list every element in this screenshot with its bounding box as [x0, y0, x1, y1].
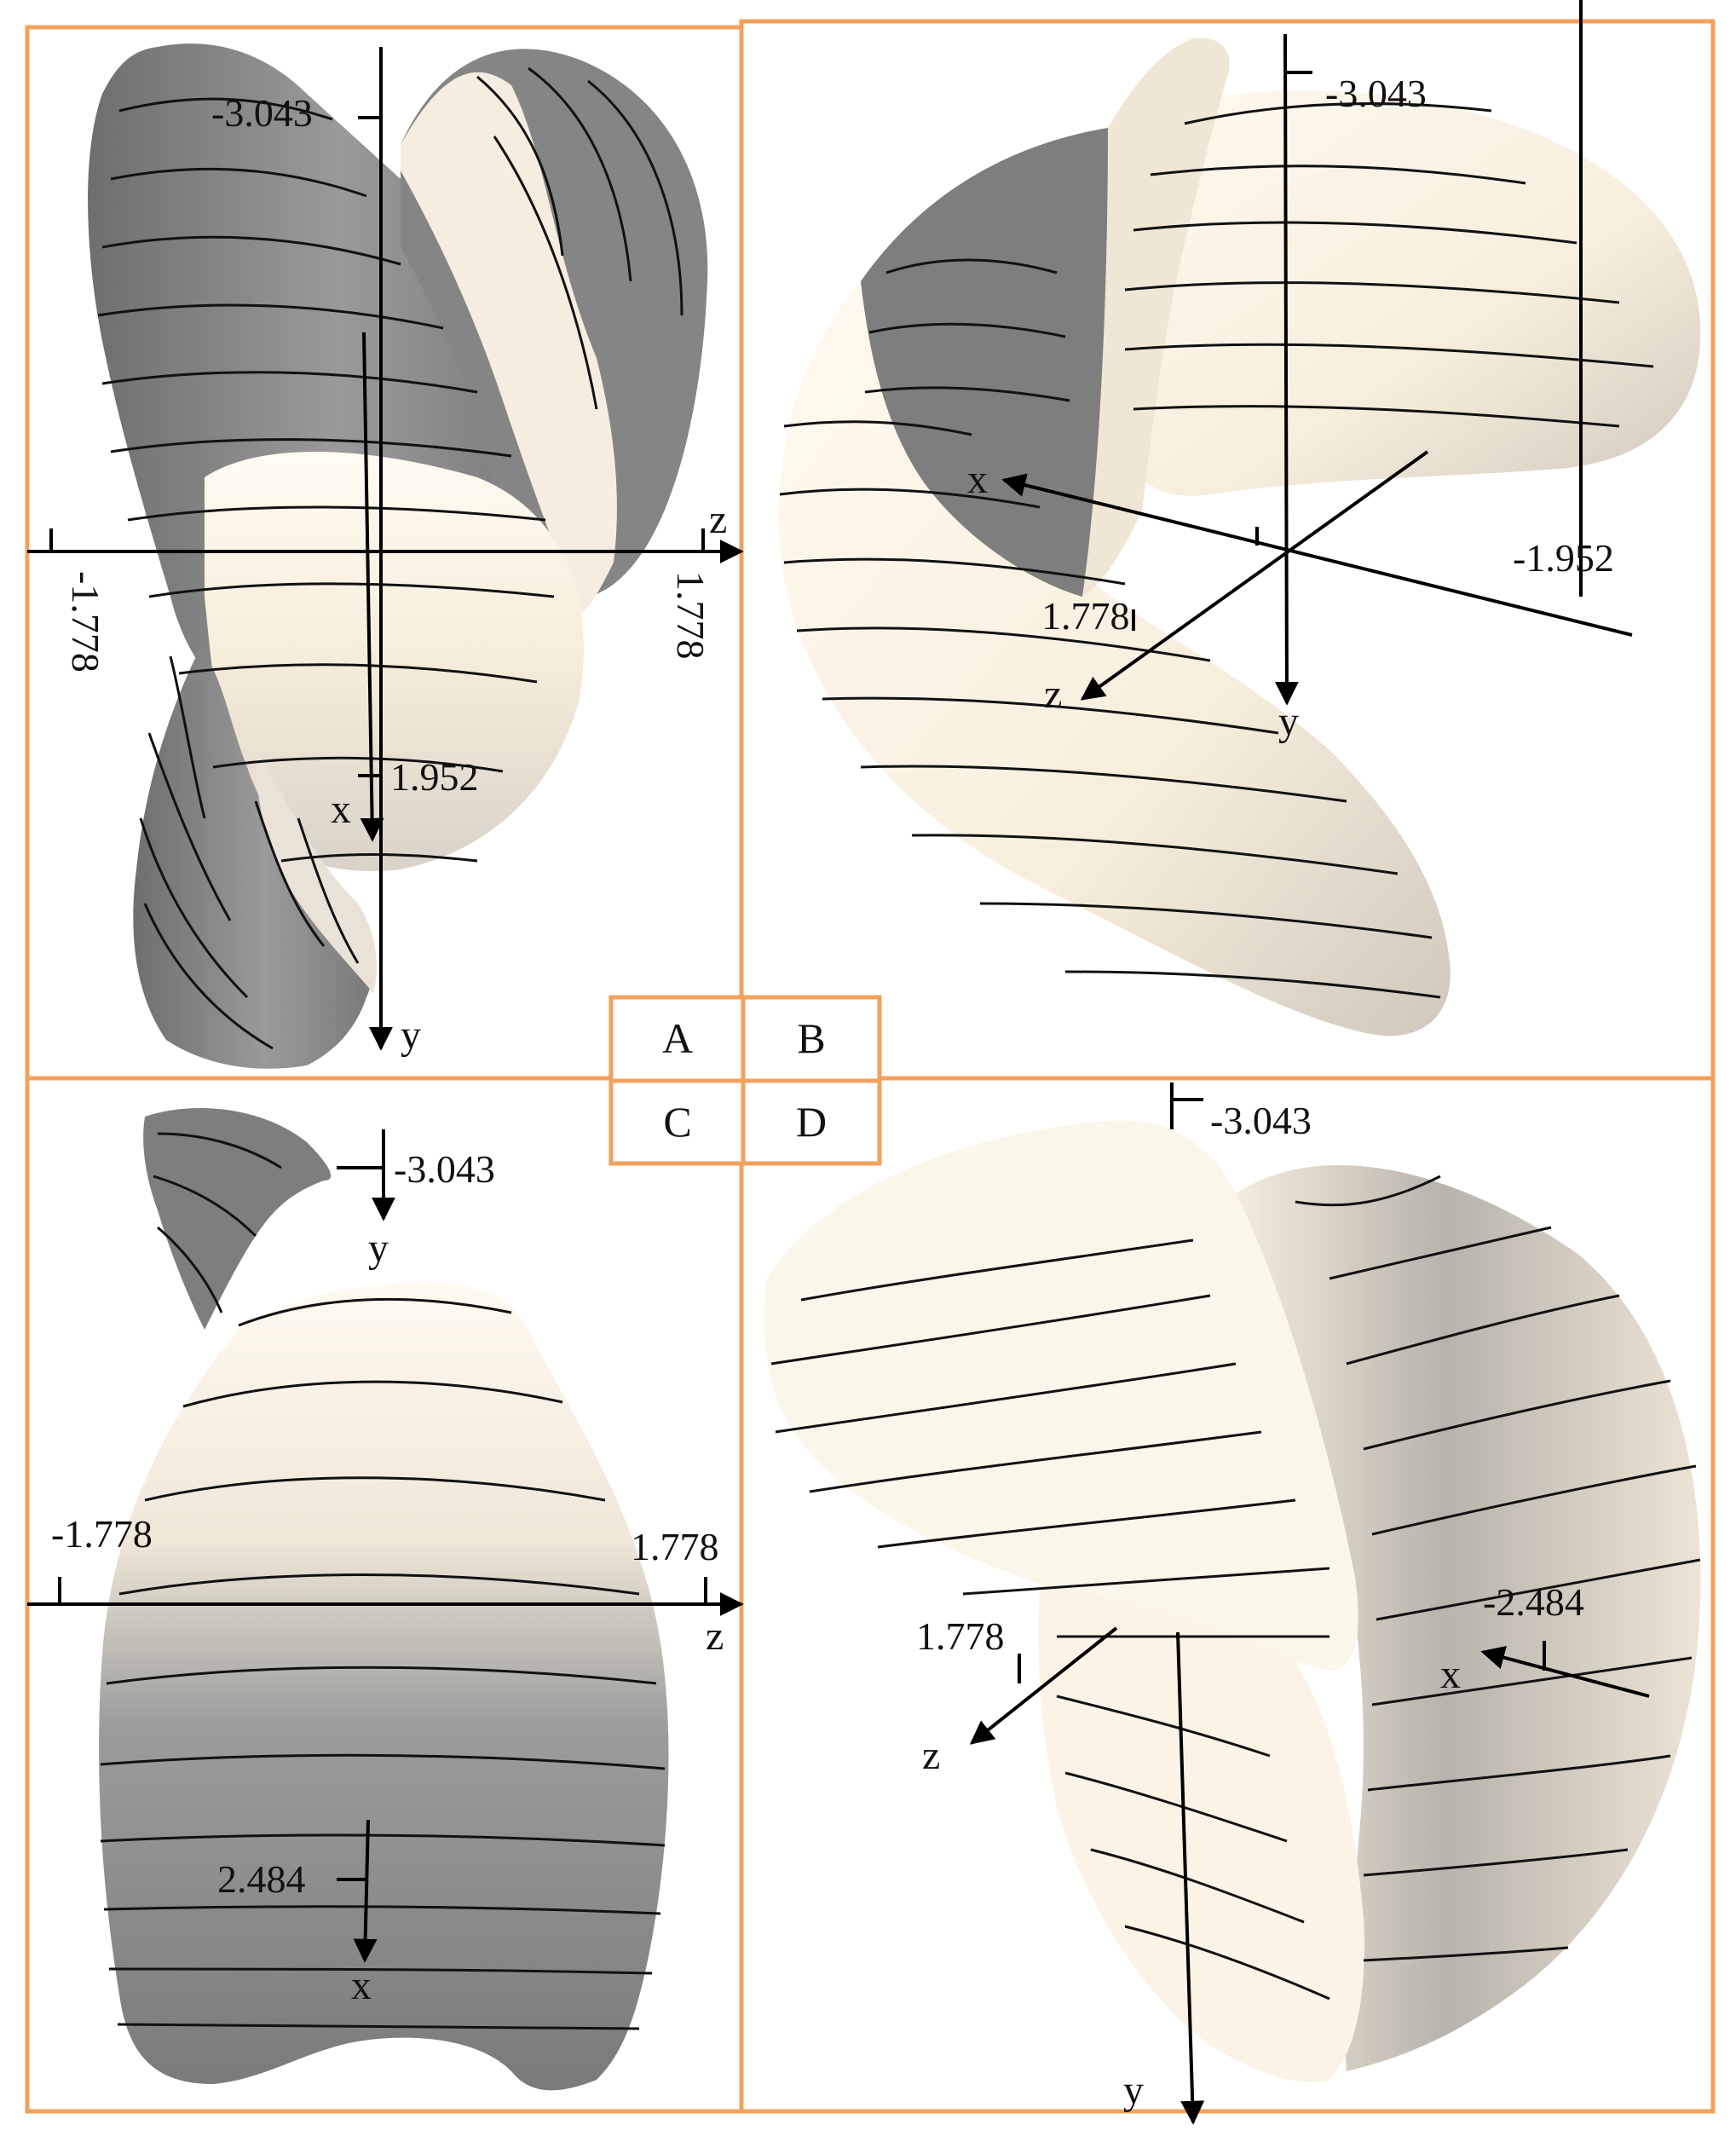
legend-label-c: C [663, 1098, 691, 1146]
panel-b-tick-x-min: -1.952 [1513, 536, 1614, 580]
panel-a-label-y: y [401, 1013, 421, 1058]
panel-d-axes [969, 1083, 1650, 2125]
panel-b-inner-fold [1082, 38, 1230, 598]
panel-a-x-axis [360, 332, 384, 842]
panel-a-fold-highlight [401, 72, 617, 614]
panel-c: -3.043 -1.778 1.778 2.484 y z x [27, 1108, 744, 2091]
panel-c-label-z: z [706, 1614, 724, 1659]
panel-d-tick-x-min: -2.484 [1483, 1580, 1584, 1624]
panel-b-z-axis [1080, 450, 1429, 701]
panel-a-tick-z-min: -1.778 [64, 571, 107, 673]
panel-d-lower-lobe [1038, 1585, 1364, 2082]
legend-label-d: D [796, 1098, 827, 1146]
panel-a-light-bulge [205, 452, 584, 871]
panel-a: -3.043 -1.778 1.778 1.952 z x y [27, 43, 744, 1069]
panel-b-label-y: y [1278, 699, 1299, 744]
panel-a-tick-x-max: 1.952 [390, 755, 479, 799]
panel-a-contours [97, 66, 683, 1050]
panel-c-axes [27, 1129, 744, 1963]
panel-a-label-x: x [331, 787, 351, 832]
legend-label-a: A [662, 1014, 693, 1062]
panel-a-tail [133, 648, 372, 1069]
panel-b-label-x: x [967, 457, 988, 502]
panel-a-axes [27, 47, 744, 1051]
panel-c-tick-z-max: 1.778 [631, 1525, 719, 1568]
panel-d: -3.043 -2.484 1.778 x z y [764, 1083, 1701, 2125]
panel-d-z-axis [969, 1626, 1118, 1745]
panel-d-label-y: y [1123, 2068, 1144, 2113]
panel-b-upper-lobe [1080, 90, 1701, 496]
panel-d-label-z: z [922, 1733, 940, 1778]
panel-c-tick-x-max: 2.484 [217, 1857, 306, 1901]
panel-d-upper-lobe [764, 1120, 1358, 1671]
panel-c-tick-y-min: -3.043 [394, 1147, 495, 1191]
panel-d-contours [770, 1175, 1701, 2001]
panel-b-dark-band [861, 128, 1118, 597]
panel-legend: A B C D [608, 995, 882, 1166]
panel-a-tick-z-max: 1.778 [669, 571, 712, 660]
panel-b-contours [779, 102, 1654, 999]
panel-d-x-axis [1480, 1645, 1650, 1698]
legend-label-b: B [797, 1014, 825, 1062]
panel-b-label-z: z [1044, 672, 1062, 717]
panel-c-label-x: x [351, 1963, 372, 2008]
panel-d-tick-z-max: 1.778 [916, 1614, 1005, 1658]
panel-d-y-axis [1176, 1631, 1205, 2125]
panel-a-tick-y-min: -3.043 [211, 91, 313, 135]
panel-a-label-z: z [709, 497, 727, 542]
panel-d-label-x: x [1440, 1652, 1461, 1697]
panel-b: -3.043 -1.952 1.778 x z y [779, 0, 1701, 1036]
panel-b-axes [1001, 0, 1633, 706]
panel-b-x-axis [1001, 473, 1633, 637]
panel-d-tick-y-min: -3.043 [1210, 1099, 1312, 1142]
panel-c-tick-z-min: -1.778 [51, 1512, 153, 1556]
panel-c-x-axis [353, 1819, 378, 1963]
panel-b-tick-z-max: 1.778 [1041, 594, 1130, 638]
panel-b-tick-y-min: -3.043 [1325, 72, 1427, 115]
panel-c-label-y: y [368, 1226, 389, 1271]
panel-b-y-axis [1274, 33, 1299, 706]
panel-d-right-crescent [1236, 1165, 1701, 2071]
